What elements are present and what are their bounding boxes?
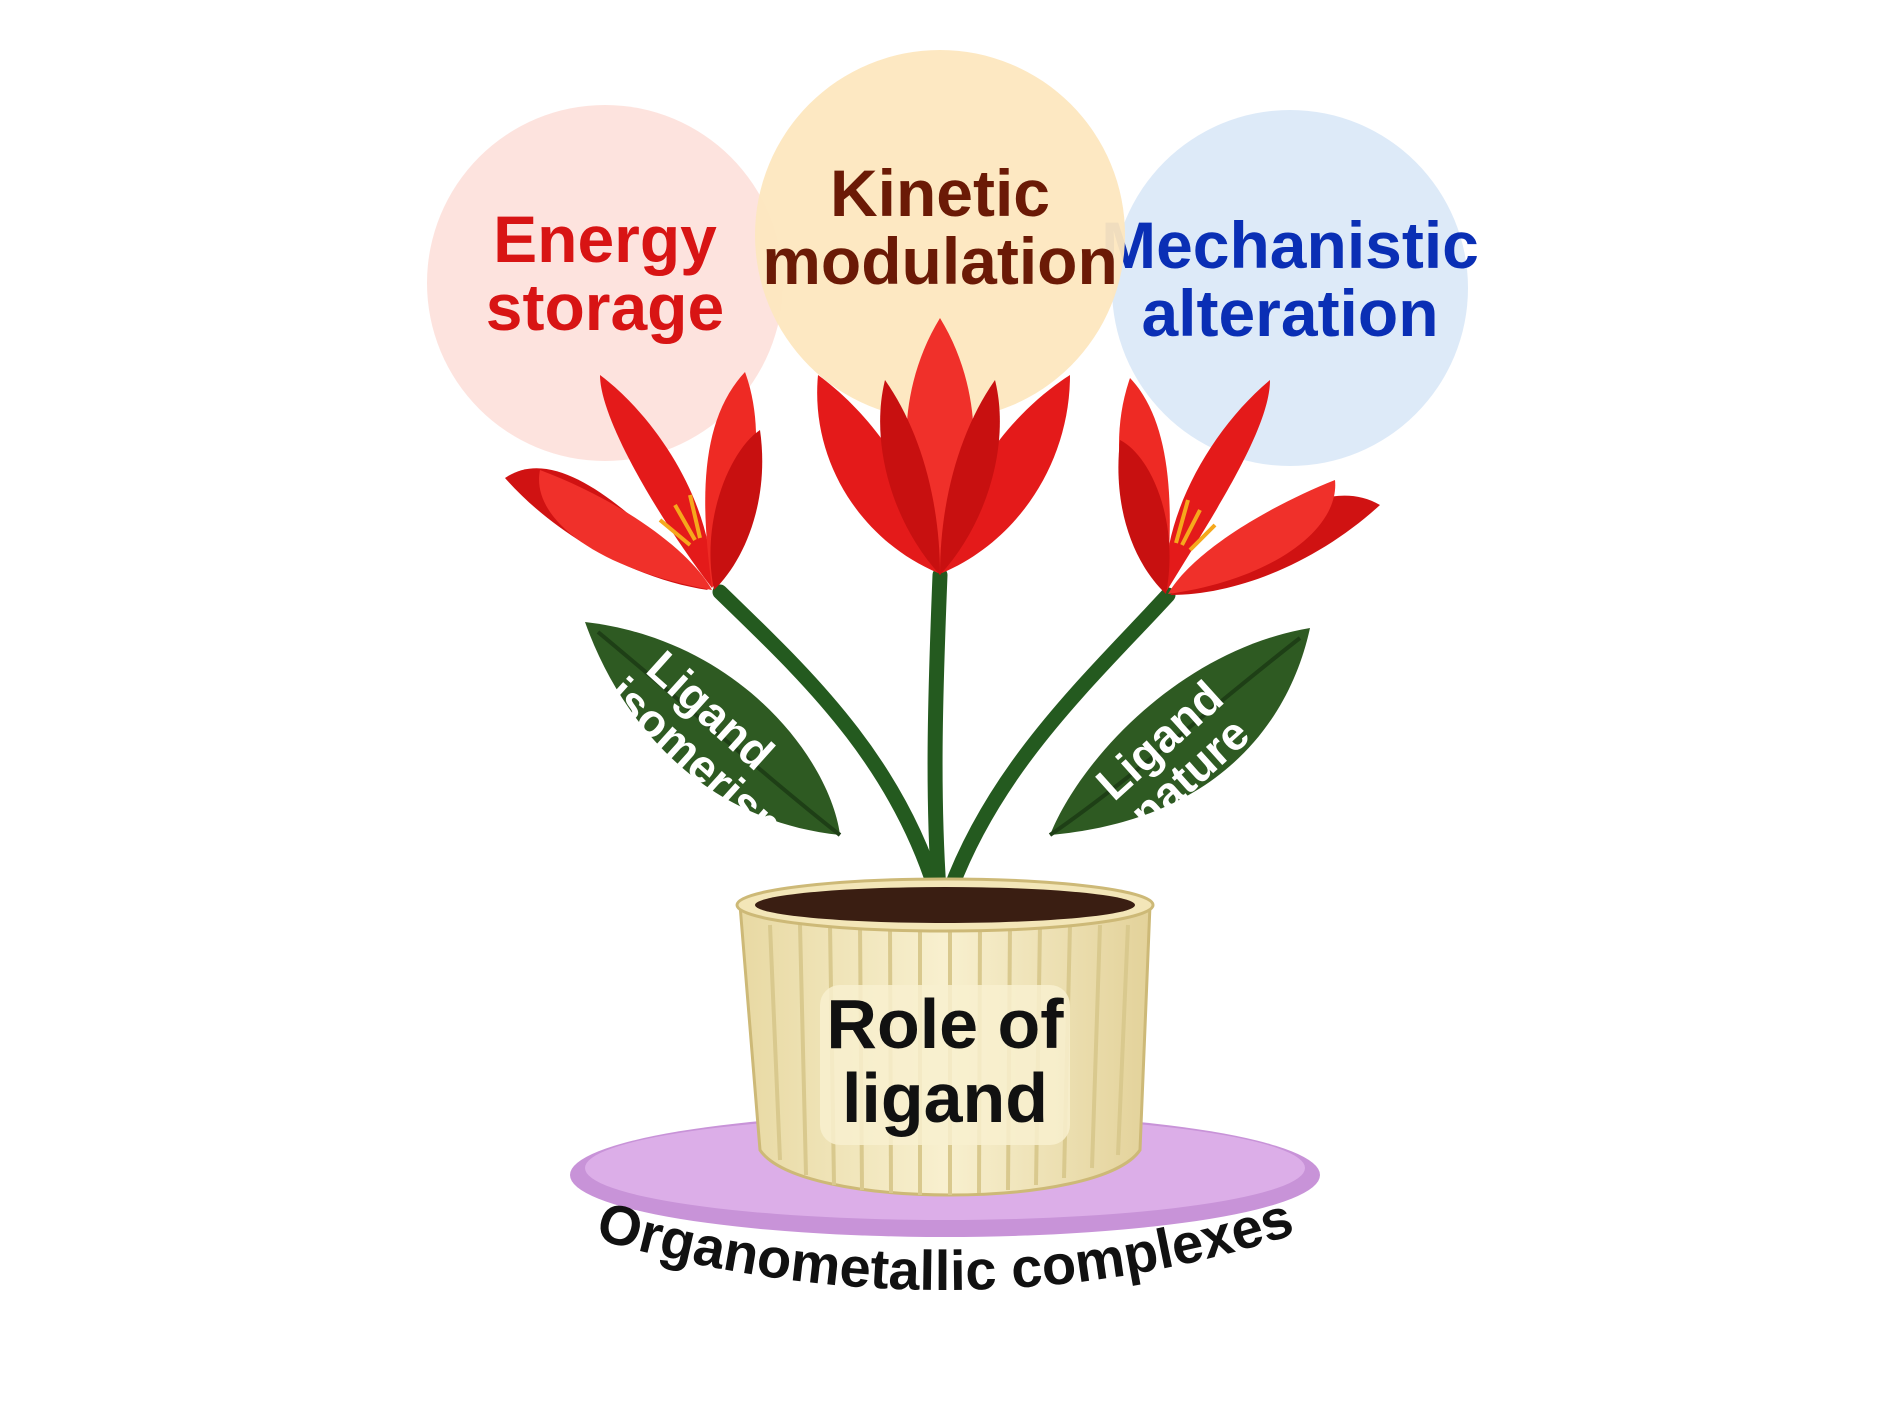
pot-label-line2: ligand <box>842 1059 1048 1137</box>
flower-right-petal-4 <box>1118 440 1170 594</box>
bubble-kinetic-line1: Kinetic <box>830 156 1050 230</box>
leaf-ligand-isomerism: Ligand isomerism <box>585 622 842 859</box>
flower-left-petal-4 <box>710 430 763 590</box>
leaf-ligand-nature: Ligand nature <box>1048 628 1310 839</box>
pot-stripes <box>768 924 1130 1195</box>
stem-left <box>712 584 948 913</box>
bubble-energy-line2: storage <box>486 270 724 344</box>
bubble-mechanistic-circle <box>1112 110 1468 466</box>
bubble-energy-line1: Energy <box>493 202 717 276</box>
bubble-energy-storage: Energy storage <box>427 105 783 461</box>
bubble-kinetic-circle <box>755 50 1125 420</box>
stem-center <box>927 567 948 913</box>
pot-label-backdrop <box>820 985 1070 1145</box>
bubble-mechanistic-alteration: Mechanistic alteration <box>1101 110 1479 466</box>
bubble-kinetic-modulation: Kinetic modulation <box>755 50 1125 420</box>
stem-right <box>937 587 1176 913</box>
bubble-kinetic-line2: modulation <box>762 224 1118 298</box>
flower-right-petal-1 <box>1165 380 1270 592</box>
bubble-energy-circle <box>427 105 783 461</box>
flower-right <box>1118 378 1380 595</box>
bubble-mechanistic-line2: alteration <box>1141 276 1438 350</box>
flower-right-stamen <box>1174 499 1217 552</box>
flower-left-petal-1 <box>600 375 713 588</box>
flower-right-petal-3 <box>1168 480 1336 594</box>
pot-soil <box>755 887 1135 923</box>
flower-center-petal-inner-right <box>940 380 1000 575</box>
flower-left-stamen <box>658 494 702 547</box>
flower-center-petal-inner-left <box>880 380 940 575</box>
flower-left-petal-3 <box>539 470 712 590</box>
stems <box>712 567 1176 913</box>
leaf-left-vein <box>596 630 842 837</box>
pot: Role of ligand <box>735 877 1155 1197</box>
leaf-right-vein <box>1048 636 1302 837</box>
flower-center <box>817 318 1070 575</box>
flower-left <box>505 372 763 590</box>
bubble-mechanistic-line1: Mechanistic <box>1101 208 1479 282</box>
pot-label-line1: Role of <box>826 985 1064 1063</box>
